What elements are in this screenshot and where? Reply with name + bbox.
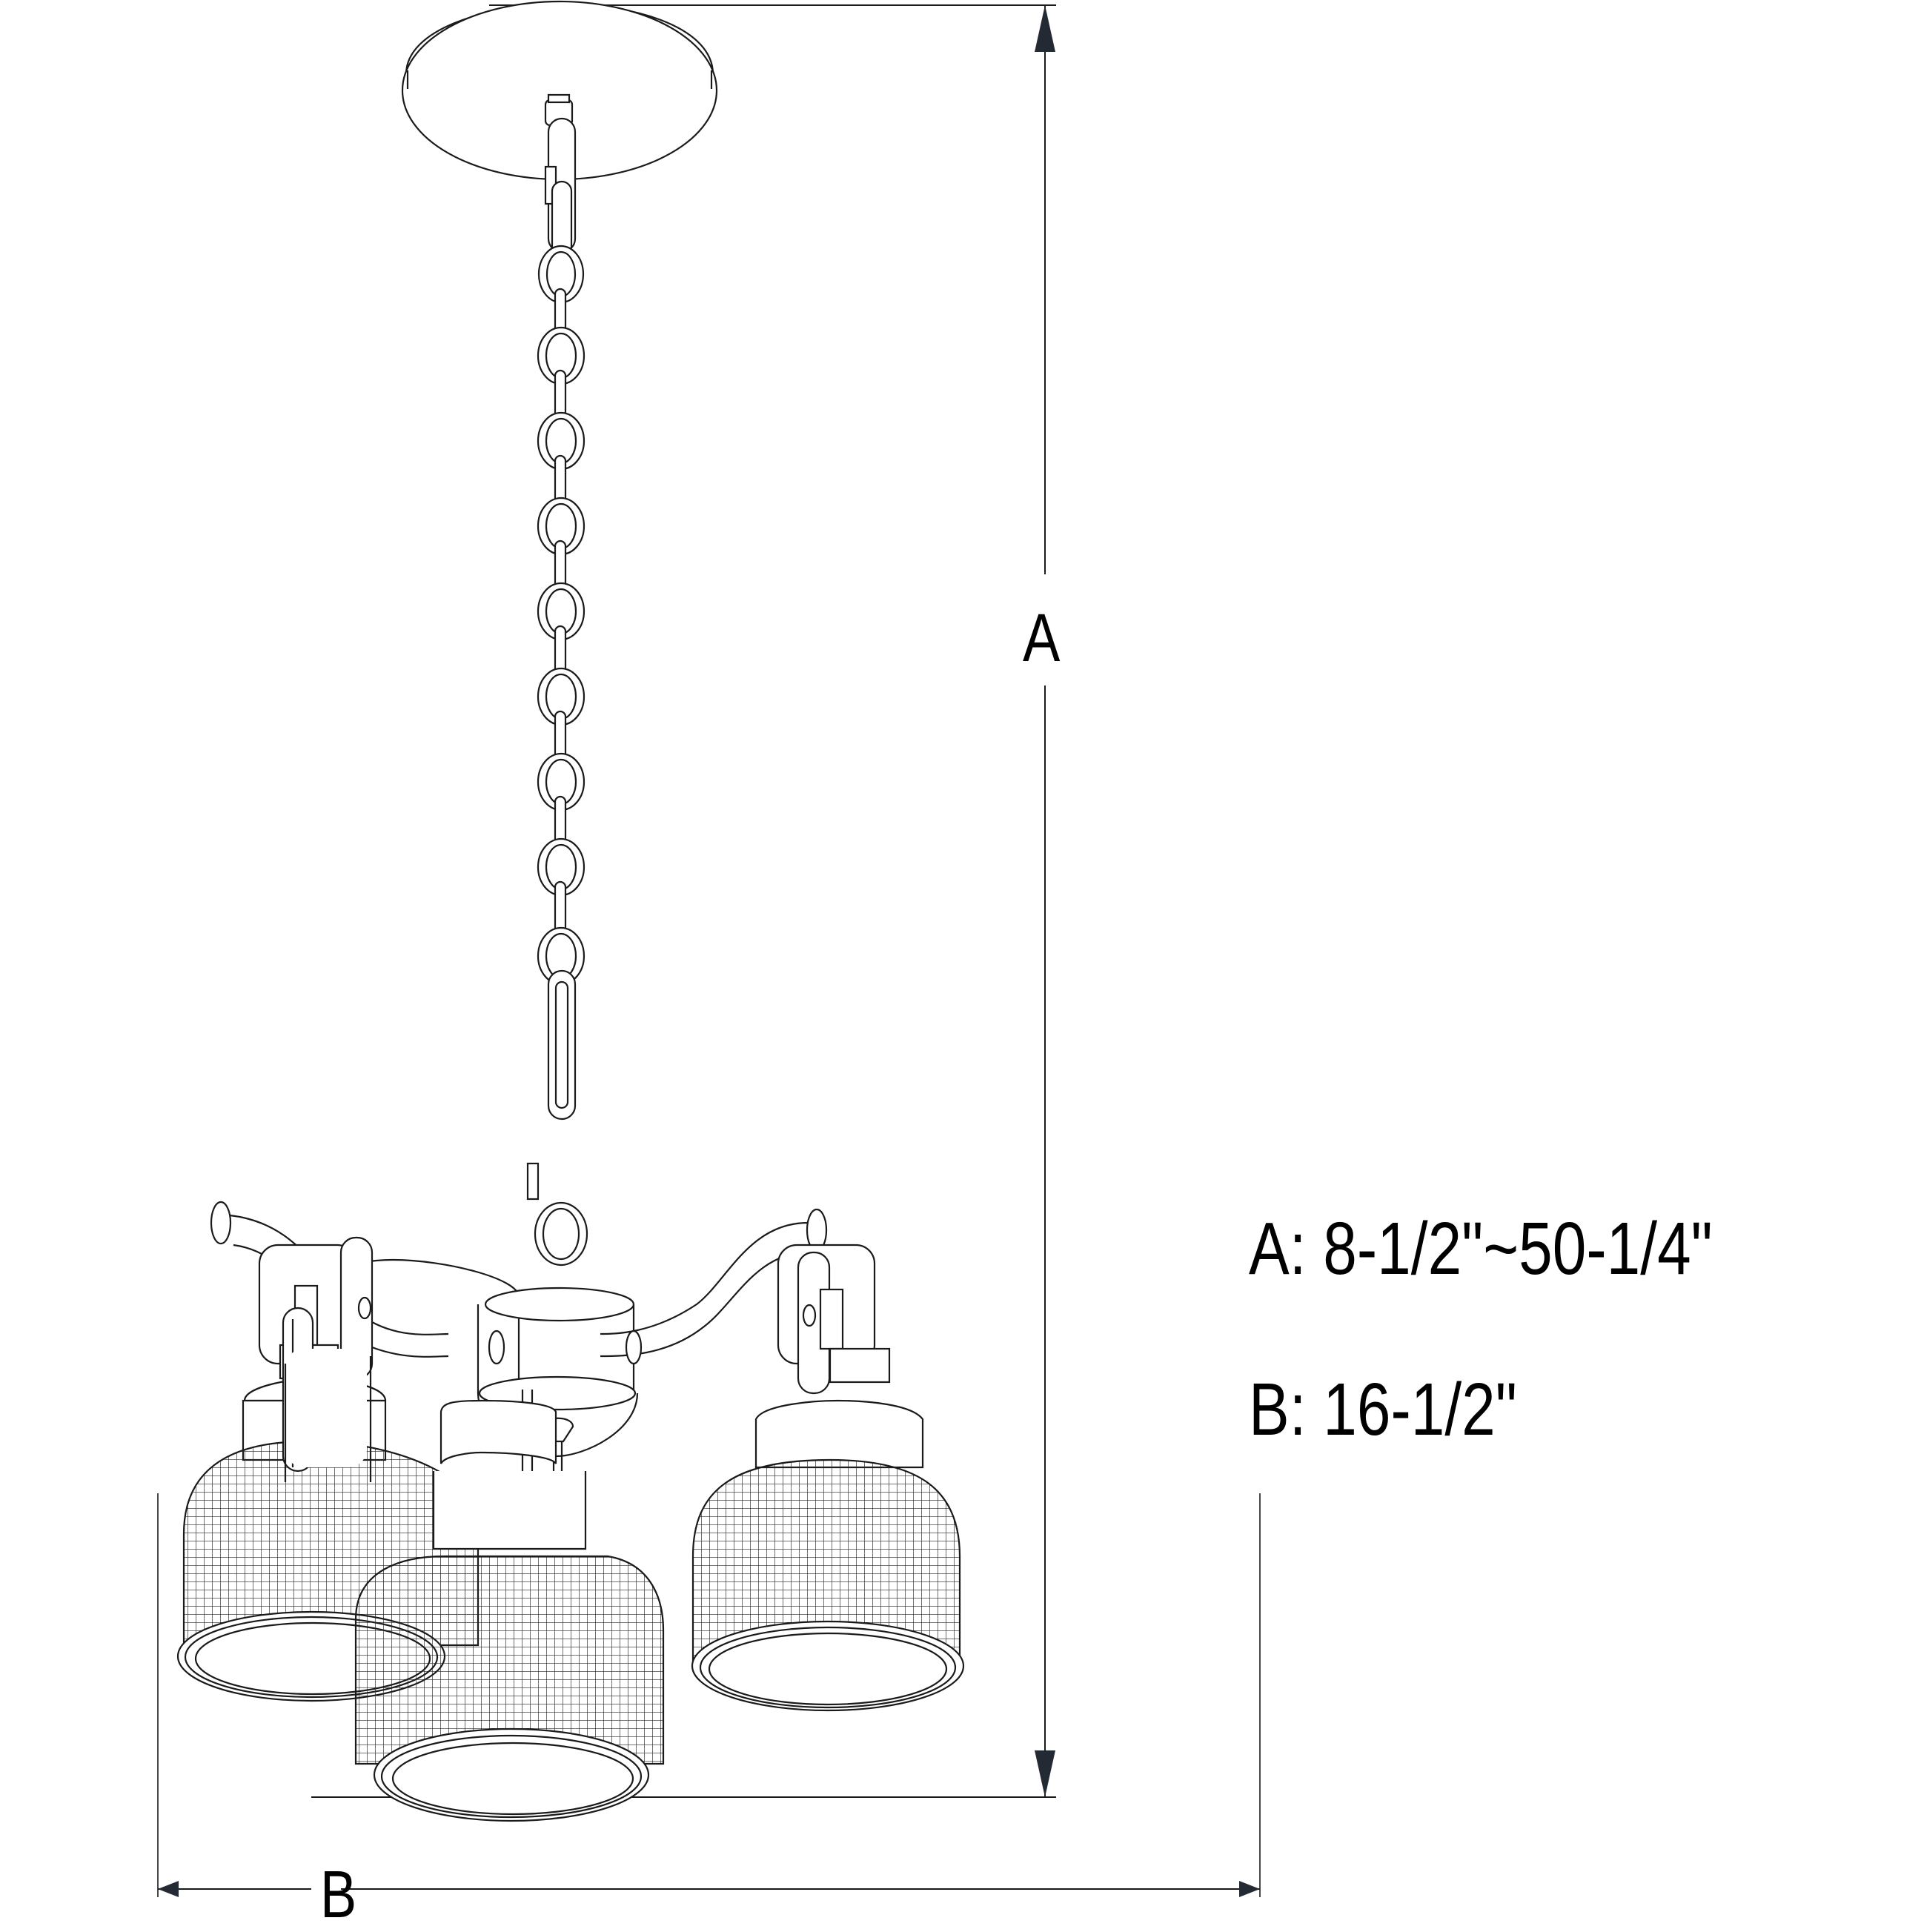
arrow-left-icon [158, 1881, 179, 1897]
arrow-down-icon [1035, 1750, 1055, 1797]
center-lamp [282, 1307, 665, 1822]
right-lamp [691, 1244, 965, 1712]
chain [526, 117, 588, 1267]
spec-b-label: B: [1249, 1368, 1307, 1451]
center-body [288, 1258, 643, 1530]
spec-b: B: 16-1/2" [1249, 1372, 1517, 1447]
arrow-right-icon [1239, 1881, 1260, 1897]
ceiling-canopy [401, 0, 718, 181]
spec-a-value: 8-1/2"~50-1/4" [1323, 1207, 1713, 1290]
spec-b-value: 16-1/2" [1323, 1368, 1517, 1451]
spec-a: A: 8-1/2"~50-1/4" [1249, 1212, 1713, 1286]
arrow-up-icon [1035, 5, 1055, 52]
dimension-a-marker: A [1023, 600, 1061, 676]
dimension-b-marker: B [320, 1858, 357, 1932]
dimension-b-line [157, 1493, 1261, 1897]
spec-a-label: A: [1249, 1207, 1307, 1290]
